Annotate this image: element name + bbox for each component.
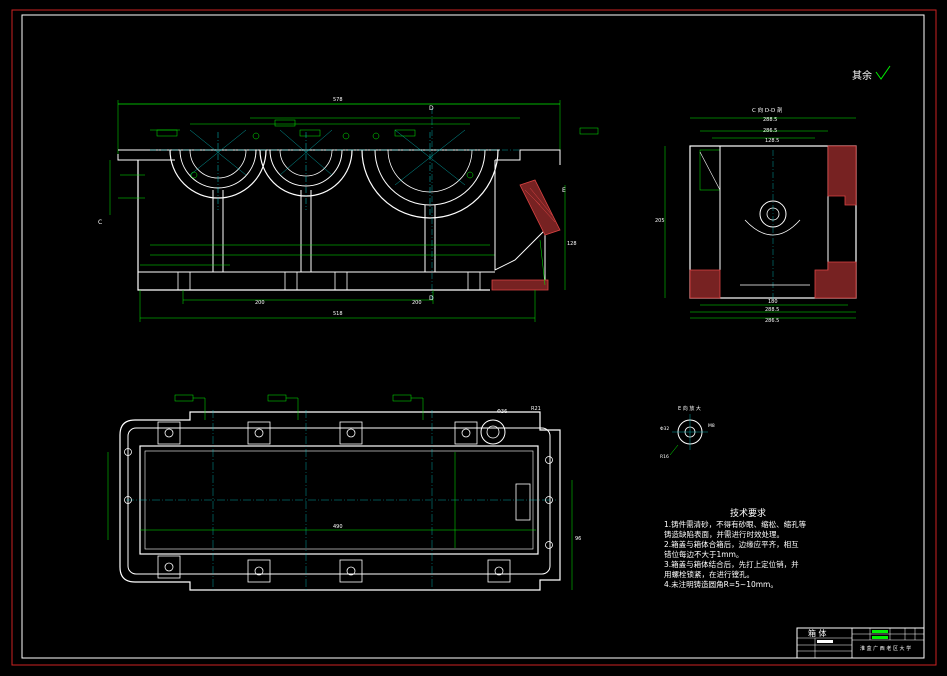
tech-line-7: 4.未注明铸造圆角R=5~10mm。 bbox=[664, 579, 778, 589]
section-e-mark: E bbox=[562, 187, 566, 194]
dim-side-bottom-a: 180 bbox=[768, 299, 778, 305]
dim-e-phi2: M8 bbox=[708, 423, 715, 429]
tech-line-6: 用螺栓锁紧，在进行镗孔。 bbox=[664, 569, 754, 579]
dim-plan-length: 490 bbox=[333, 524, 343, 530]
e-detail-view bbox=[669, 414, 708, 456]
title-school: 淮 盒 广 西 老 区 大 学 bbox=[860, 645, 911, 652]
dim-overall-length: 578 bbox=[333, 97, 343, 103]
dim-side-inner: 128.5 bbox=[765, 138, 779, 144]
dim-side-bottom-c: 286.5 bbox=[765, 318, 779, 324]
dim-bottom-length: 518 bbox=[333, 311, 343, 317]
tech-line-4: 错位每边不大于1mm。 bbox=[664, 549, 743, 559]
side-view: 205 bbox=[655, 117, 857, 319]
dim-plan-width: 96 bbox=[575, 536, 581, 542]
section-c-left: C bbox=[98, 219, 102, 226]
dim-side-top: 288.5 bbox=[763, 117, 777, 123]
tech-title: 技术要求 bbox=[730, 507, 766, 519]
dim-plan-phi: Φ36 bbox=[497, 409, 507, 415]
dim-e-r: R16 bbox=[660, 454, 669, 460]
dim-bottom-span-right: 200 bbox=[412, 300, 422, 306]
side-view-label: C 向 D-D 剖 bbox=[752, 106, 783, 114]
dim-side-height: 205 bbox=[655, 218, 665, 224]
tech-line-1: 1.铸件需清砂，不得有砂眼、缩松、缩孔等 bbox=[664, 519, 807, 529]
title-block bbox=[796, 627, 925, 659]
dim-front-height: 128 bbox=[567, 241, 577, 247]
dim-side-mid: 286.5 bbox=[763, 128, 777, 134]
tech-line-3: 2.箱盖与箱体合箱后，边缘应平齐，相互 bbox=[664, 539, 799, 549]
title-part-name: 箱 体 bbox=[808, 628, 827, 638]
tech-line-2: 铸造缺陷表面，并需进行时效处理。 bbox=[664, 529, 784, 539]
tech-requirements: 技术要求 1.铸件需清砂，不得有砂眼、缩松、缩孔等 铸造缺陷表面，并需进行时效处… bbox=[664, 507, 807, 589]
front-view: 578 bbox=[109, 97, 599, 322]
inner-frame bbox=[21, 14, 925, 659]
outer-frame bbox=[11, 9, 937, 666]
e-view-label: E 向 放 大 bbox=[678, 405, 701, 412]
tech-line-5: 3.箱盖与箱体结合后，先打上定位销，并 bbox=[664, 559, 799, 569]
dim-e-phi1: Φ32 bbox=[660, 426, 669, 432]
surface-note: 其余 bbox=[852, 69, 872, 82]
section-d-top: D bbox=[429, 105, 434, 112]
dim-bottom-span-left: 200 bbox=[255, 300, 265, 306]
dim-side-bottom-b: 288.5 bbox=[765, 307, 779, 313]
roughness-symbol-icon bbox=[875, 65, 891, 80]
plan-view bbox=[107, 394, 573, 591]
section-d-bottom: D bbox=[429, 295, 434, 302]
dim-plan-r: R21 bbox=[531, 406, 541, 412]
